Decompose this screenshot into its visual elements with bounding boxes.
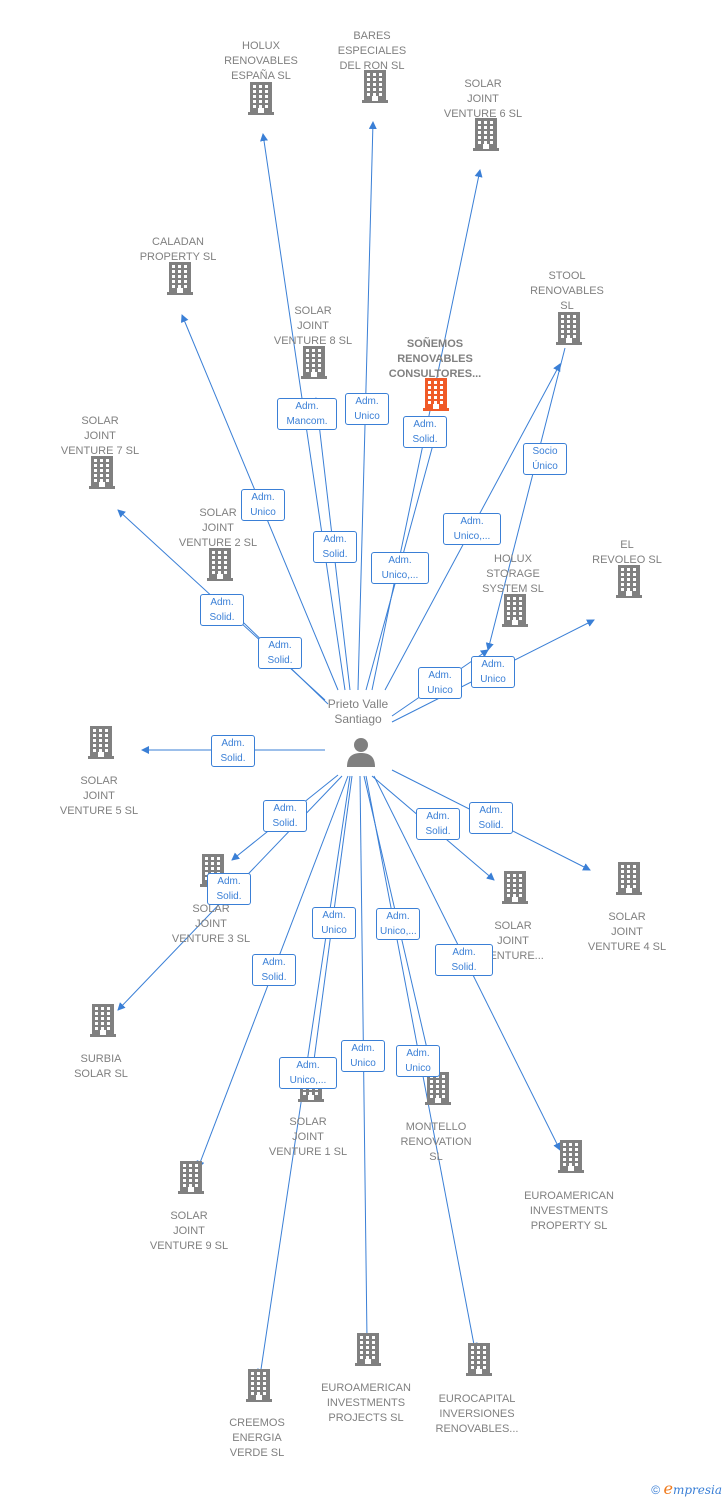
- relation-role-label[interactable]: Adm. Solid.: [211, 735, 255, 767]
- relation-role-label[interactable]: Socio Único: [523, 443, 567, 475]
- company-label-bares[interactable]: BARES ESPECIALES DEL RON SL: [337, 30, 407, 72]
- person-icon[interactable]: [345, 736, 377, 773]
- company-label-sjv2[interactable]: SOLAR JOINT VENTURE 2 SL: [178, 507, 258, 549]
- building-icon[interactable]: [556, 311, 582, 345]
- company-label-sjv-x[interactable]: SOLAR JOINT VENTURE...: [482, 920, 544, 962]
- company-label-sjv5[interactable]: SOLAR JOINT VENTURE 5 SL: [59, 775, 139, 817]
- company-label-eurocapital[interactable]: EUROCAPITAL INVERSIONES RENOVABLES...: [435, 1393, 519, 1435]
- relation-role-label[interactable]: Adm. Unico,...: [371, 552, 429, 584]
- company-label-sjv3[interactable]: SOLAR JOINT VENTURE 3 SL: [171, 903, 251, 945]
- company-label-sonemos[interactable]: SOÑEMOS RENOVABLES CONSULTORES...: [388, 338, 482, 380]
- building-icon[interactable]: [355, 1332, 381, 1366]
- building-icon[interactable]: [502, 870, 528, 904]
- relation-role-label[interactable]: Adm. Unico: [418, 667, 462, 699]
- relation-role-label[interactable]: Adm. Solid.: [252, 954, 296, 986]
- building-icon[interactable]: [167, 261, 193, 295]
- company-label-sjv4[interactable]: SOLAR JOINT VENTURE 4 SL: [587, 911, 667, 953]
- relation-role-label[interactable]: Adm. Solid.: [469, 802, 513, 834]
- company-label-holux-esp[interactable]: HOLUX RENOVABLES ESPAÑA SL: [224, 40, 298, 82]
- relation-role-label[interactable]: Adm. Unico: [345, 393, 389, 425]
- company-label-creemos[interactable]: CREEMOS ENERGIA VERDE SL: [229, 1417, 285, 1459]
- relation-role-label[interactable]: Adm. Solid.: [403, 416, 447, 448]
- footer-brand: © empresia: [651, 1479, 722, 1498]
- building-icon[interactable]: [466, 1342, 492, 1376]
- company-label-euro-proj[interactable]: EUROAMERICAN INVESTMENTS PROJECTS SL: [321, 1382, 411, 1424]
- building-icon[interactable]: [178, 1160, 204, 1194]
- relation-role-label[interactable]: Adm. Solid.: [258, 637, 302, 669]
- company-label-holux-st[interactable]: HOLUX STORAGE SYSTEM SL: [482, 553, 544, 595]
- building-icon[interactable]: [616, 861, 642, 895]
- relation-role-label[interactable]: Adm. Unico: [471, 656, 515, 688]
- company-label-surbia[interactable]: SURBIA SOLAR SL: [74, 1053, 128, 1080]
- relation-role-label[interactable]: Adm. Unico: [241, 489, 285, 521]
- relation-role-label[interactable]: Adm. Solid.: [313, 531, 357, 563]
- company-label-euro-prop[interactable]: EUROAMERICAN INVESTMENTS PROPERTY SL: [524, 1190, 614, 1232]
- building-icon[interactable]: [207, 547, 233, 581]
- relation-role-label[interactable]: Adm. Solid.: [263, 800, 307, 832]
- company-label-sjv7[interactable]: SOLAR JOINT VENTURE 7 SL: [60, 415, 140, 457]
- relation-role-label[interactable]: Adm. Solid.: [435, 944, 493, 976]
- building-icon[interactable]: [616, 564, 642, 598]
- building-icon[interactable]: [423, 377, 449, 411]
- relation-role-label[interactable]: Adm. Unico,...: [443, 513, 501, 545]
- person-name[interactable]: Prieto Valle Santiago: [327, 697, 389, 726]
- building-icon[interactable]: [88, 725, 114, 759]
- relation-role-label[interactable]: Adm. Solid.: [416, 808, 460, 840]
- building-icon[interactable]: [473, 117, 499, 151]
- building-icon[interactable]: [246, 1368, 272, 1402]
- company-label-stool[interactable]: STOOL RENOVABLES SL: [530, 270, 604, 312]
- company-label-caladan[interactable]: CALADAN PROPERTY SL: [139, 236, 217, 263]
- building-icon[interactable]: [558, 1139, 584, 1173]
- relation-role-label[interactable]: Adm. Solid.: [207, 873, 251, 905]
- relation-role-label[interactable]: Adm. Unico,...: [376, 908, 420, 940]
- relation-role-label[interactable]: Adm. Solid.: [200, 594, 244, 626]
- relation-role-label[interactable]: Adm. Unico: [341, 1040, 385, 1072]
- relation-role-label[interactable]: Adm. Mancom.: [277, 398, 337, 430]
- company-label-revoleo[interactable]: EL REVOLEO SL: [592, 539, 662, 566]
- company-label-sjv9[interactable]: SOLAR JOINT VENTURE 9 SL: [149, 1210, 229, 1252]
- building-icon[interactable]: [248, 81, 274, 115]
- company-label-sjv6[interactable]: SOLAR JOINT VENTURE 6 SL: [443, 78, 523, 120]
- building-icon[interactable]: [425, 1071, 451, 1105]
- brand-logo-e: e: [663, 1479, 673, 1498]
- building-icon[interactable]: [502, 593, 528, 627]
- relation-role-label[interactable]: Adm. Unico: [396, 1045, 440, 1077]
- company-label-sjv8[interactable]: SOLAR JOINT VENTURE 8 SL: [273, 305, 353, 347]
- building-icon[interactable]: [90, 1003, 116, 1037]
- relation-role-label[interactable]: Adm. Unico: [312, 907, 356, 939]
- copyright-symbol: ©: [651, 1483, 661, 1497]
- company-label-montello[interactable]: MONTELLO RENOVATION SL: [400, 1121, 472, 1163]
- building-icon[interactable]: [301, 345, 327, 379]
- building-icon[interactable]: [362, 69, 388, 103]
- brand-logo-text: mpresia: [672, 1483, 722, 1497]
- relation-role-label[interactable]: Adm. Unico,...: [279, 1057, 337, 1089]
- building-icon[interactable]: [89, 455, 115, 489]
- relation-edge: [485, 347, 566, 651]
- company-label-sjv1[interactable]: SOLAR JOINT VENTURE 1 SL: [268, 1116, 348, 1158]
